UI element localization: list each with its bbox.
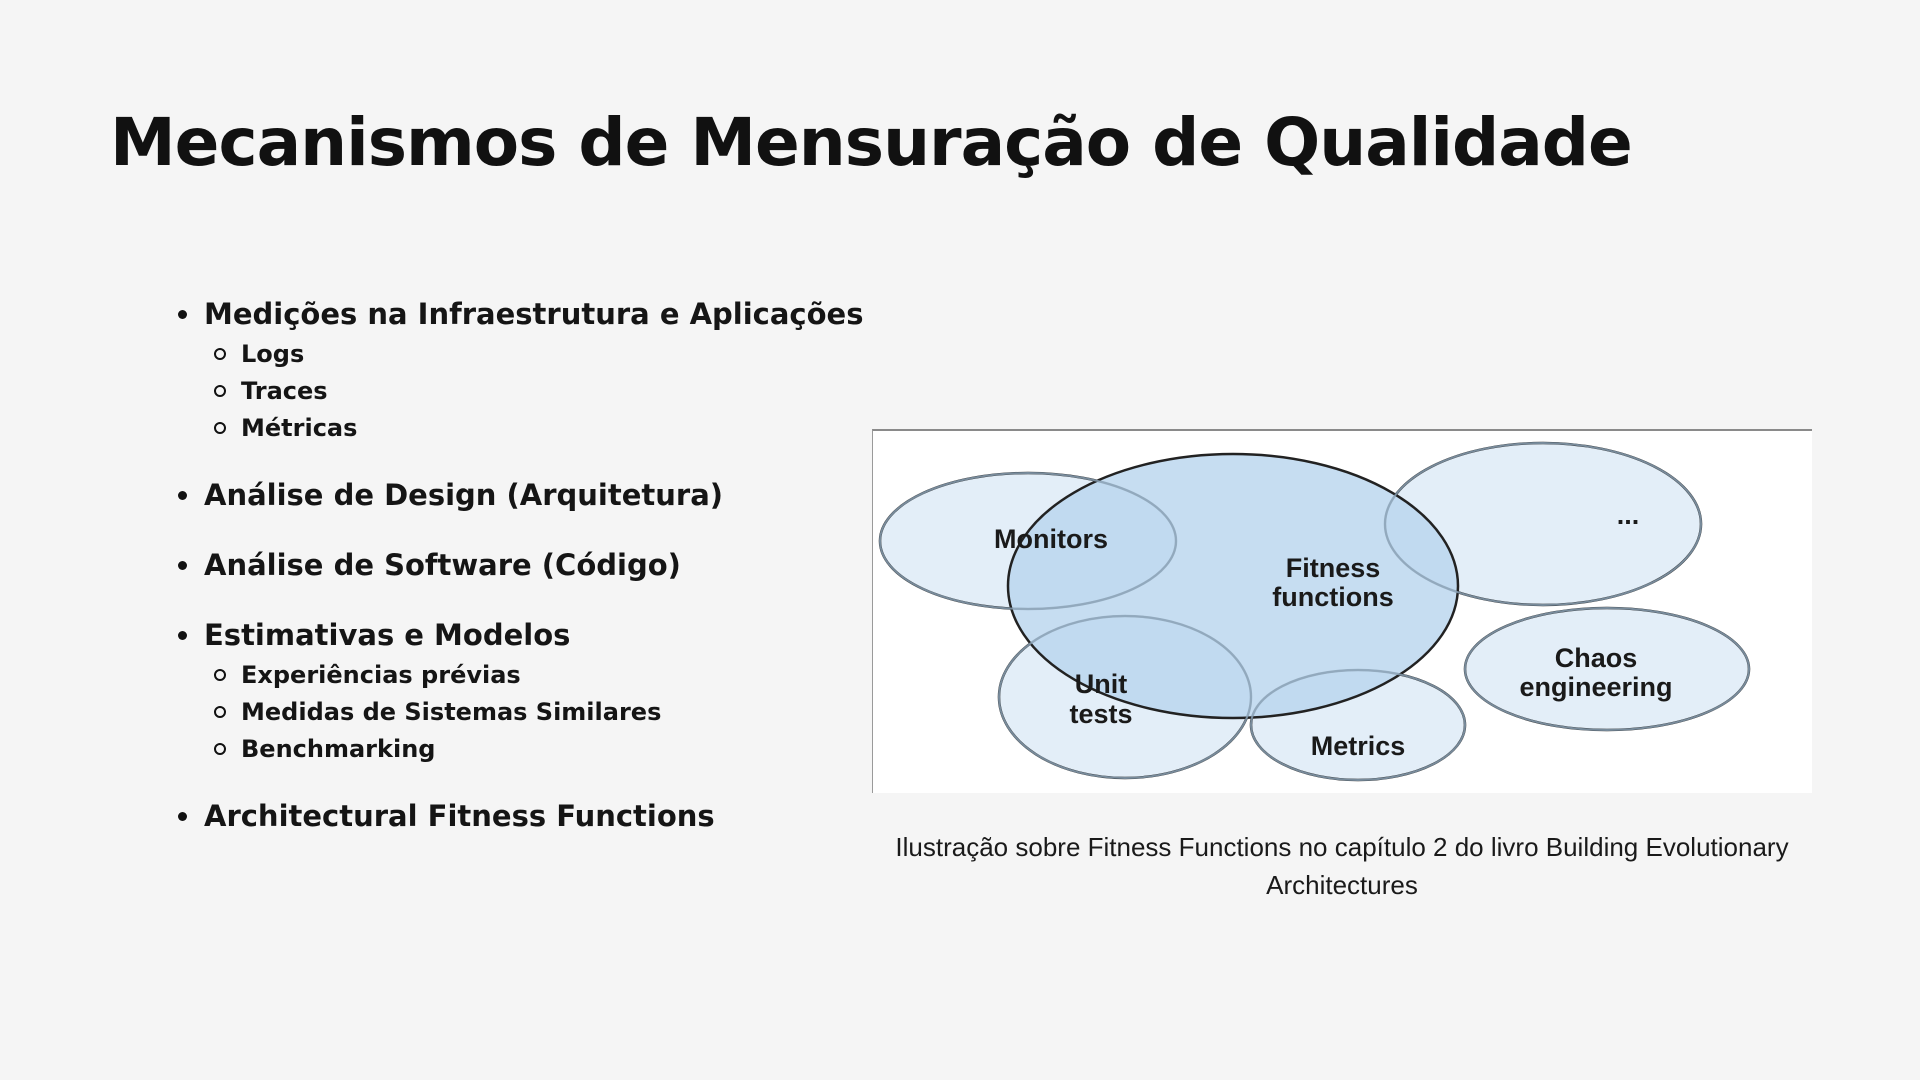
- center-label-line1: Fitness: [1286, 553, 1381, 583]
- sub-bullet-list: Logs Traces Métricas: [204, 336, 880, 447]
- bullet-item: Análise de Software (Código): [178, 543, 880, 587]
- sub-bullet-item: Logs: [214, 336, 880, 373]
- bullet-list: Medições na Infraestrutura e Aplicações …: [178, 292, 880, 864]
- bullet-item: Análise de Design (Arquitetura): [178, 473, 880, 517]
- bullet-label: Análise de Design (Arquitetura): [204, 478, 724, 512]
- bullet-label: Medições na Infraestrutura e Aplicações: [204, 297, 864, 331]
- sub-bullet-item: Medidas de Sistemas Similares: [214, 694, 880, 731]
- caption-line-1: Ilustração sobre Fitness Functions no ca…: [895, 832, 1789, 862]
- bullet-item: Medições na Infraestrutura e Aplicações …: [178, 292, 880, 447]
- sub-bullet-label: Benchmarking: [241, 735, 436, 763]
- sub-bullet-item: Traces: [214, 373, 880, 410]
- bullet-label: Análise de Software (Código): [204, 548, 681, 582]
- fitness-functions-diagram: Fitness functions Monitors ... Chaos eng…: [878, 441, 1751, 782]
- chaos-label-line1: Chaos: [1555, 643, 1638, 673]
- center-label-line2: functions: [1272, 582, 1394, 612]
- unit-tests-overlap-outline: [998, 615, 1252, 779]
- sub-bullet-label: Logs: [241, 340, 305, 368]
- caption-line-2: Architectures: [1266, 870, 1418, 900]
- bullet-label: Estimativas e Modelos: [204, 618, 571, 652]
- ellipsis-label: ...: [1617, 500, 1640, 530]
- unit-tests-label-line1: Unit: [1075, 669, 1127, 699]
- fitness-functions-illustration: Fitness functions Monitors ... Chaos eng…: [872, 429, 1812, 793]
- monitors-overlap-outline: [879, 472, 1177, 610]
- sub-bullet-item: Benchmarking: [214, 731, 880, 768]
- metrics-overlap-outline: [1250, 669, 1466, 781]
- sub-bullet-item: Experiências prévias: [214, 657, 880, 694]
- bullet-item: Architectural Fitness Functions: [178, 794, 880, 838]
- figure-caption: Ilustração sobre Fitness Functions no ca…: [872, 828, 1812, 904]
- sub-bullet-label: Métricas: [241, 414, 358, 442]
- sub-bullet-label: Medidas de Sistemas Similares: [241, 698, 662, 726]
- slide-title: Mecanismos de Mensuração de Qualidade: [110, 104, 1633, 181]
- sub-bullet-label: Experiências prévias: [241, 661, 521, 689]
- unit-tests-label-line2: tests: [1069, 699, 1132, 729]
- metrics-label: Metrics: [1311, 731, 1406, 761]
- sub-bullet-list: Experiências prévias Medidas de Sistemas…: [204, 657, 880, 768]
- chaos-overlap-outline: [1464, 607, 1750, 731]
- ellipsis-overlap-outline: [1384, 442, 1702, 606]
- chaos-label-line2: engineering: [1519, 672, 1672, 702]
- monitors-label: Monitors: [994, 524, 1108, 554]
- bullet-label: Architectural Fitness Functions: [204, 799, 715, 833]
- bullet-item: Estimativas e Modelos Experiências prévi…: [178, 613, 880, 768]
- fitness-functions-ellipse: [1006, 452, 1460, 720]
- sub-bullet-label: Traces: [241, 377, 328, 405]
- sub-bullet-item: Métricas: [214, 410, 880, 447]
